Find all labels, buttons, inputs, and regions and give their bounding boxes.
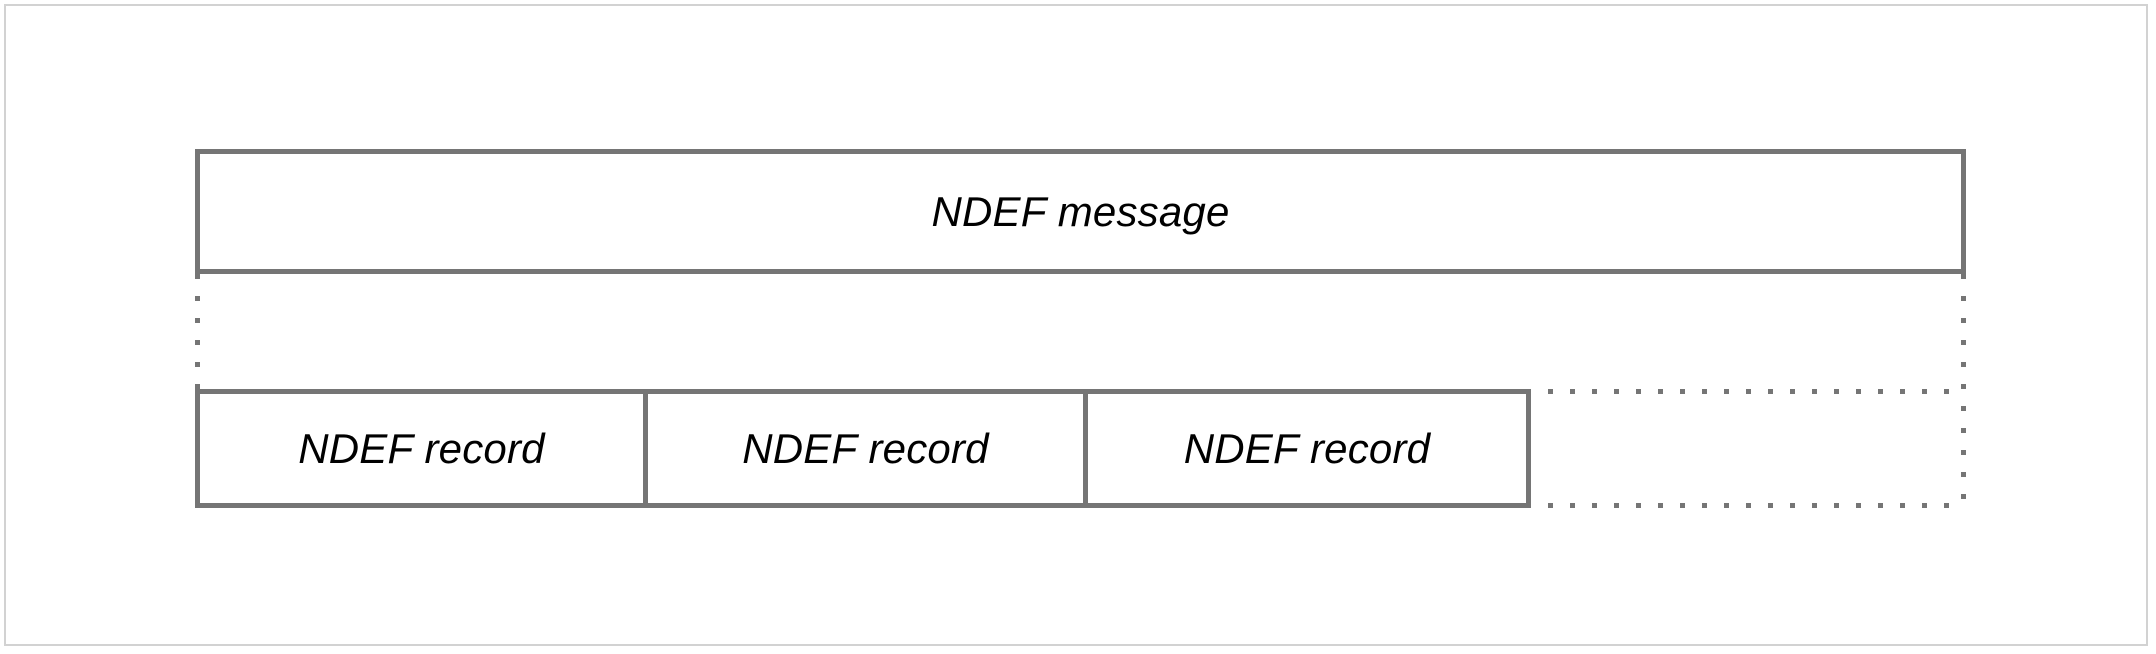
ndef-record-box-1: NDEF record bbox=[195, 389, 648, 508]
ndef-record-label: NDEF record bbox=[742, 424, 989, 472]
ndef-record-box-3: NDEF record bbox=[1083, 389, 1531, 508]
figure-frame: NDEF message NDEF record NDEF record NDE… bbox=[4, 4, 2148, 646]
ndef-message-box: NDEF message bbox=[195, 149, 1966, 274]
ndef-record-label: NDEF record bbox=[1183, 424, 1431, 472]
ndef-message-label: NDEF message bbox=[931, 187, 1230, 235]
ndef-record-strip: NDEF record NDEF record NDEF record bbox=[195, 389, 1531, 508]
dotted-continuation-top-edge bbox=[1526, 389, 1966, 394]
dotted-continuation-bottom-edge bbox=[1526, 503, 1966, 508]
ndef-structure-diagram: NDEF message NDEF record NDEF record NDE… bbox=[6, 6, 2150, 648]
ndef-record-box-2: NDEF record bbox=[643, 389, 1088, 508]
ndef-record-label: NDEF record bbox=[298, 424, 545, 472]
